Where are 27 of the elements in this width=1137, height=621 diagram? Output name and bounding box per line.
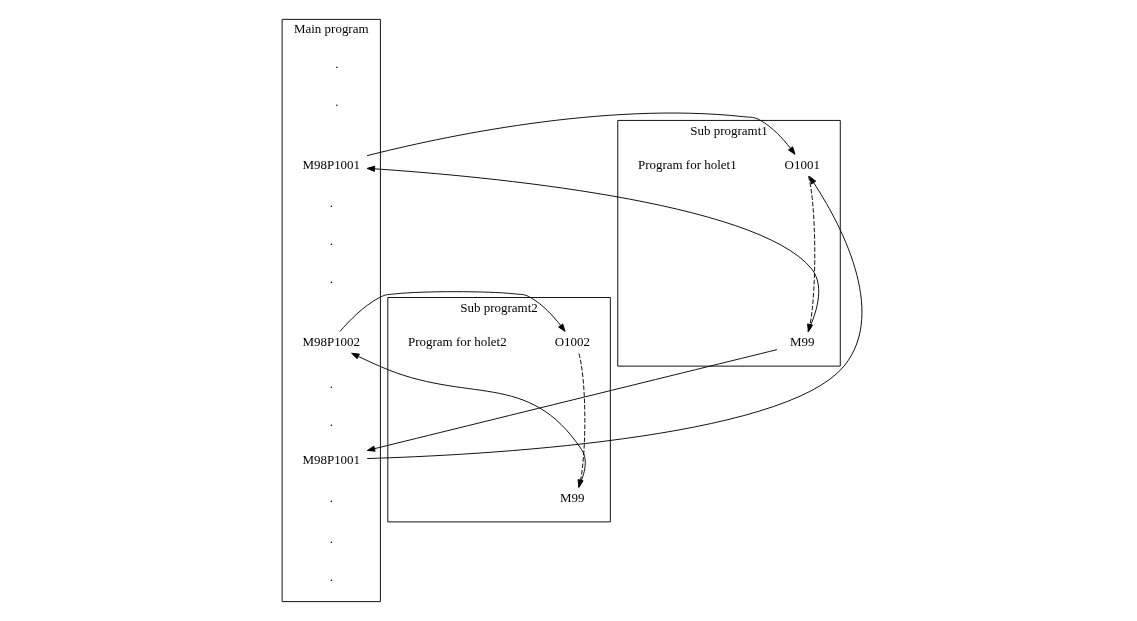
node-text: . bbox=[329, 232, 333, 248]
node-label: Program for holet1 bbox=[637, 156, 737, 172]
node-text: M99 bbox=[790, 333, 815, 349]
arrow bbox=[339, 291, 566, 332]
node-text: M98P1001 bbox=[302, 156, 361, 172]
node-text: O1001 bbox=[784, 156, 820, 172]
node-text: . bbox=[329, 569, 333, 585]
node-text: . bbox=[329, 413, 333, 429]
arrow bbox=[351, 352, 586, 488]
node-text: . bbox=[335, 55, 339, 71]
node-text: M99 bbox=[560, 489, 585, 505]
node-text: . bbox=[329, 194, 333, 210]
node-text: M98P1001 bbox=[302, 451, 361, 467]
node-text: . bbox=[335, 93, 339, 109]
arrow bbox=[577, 353, 586, 488]
node-text: . bbox=[329, 270, 333, 286]
arrow bbox=[366, 165, 820, 333]
arrow bbox=[366, 175, 863, 459]
node-text: . bbox=[329, 531, 333, 547]
arrow bbox=[807, 175, 816, 333]
arrow bbox=[366, 349, 778, 452]
arrow bbox=[366, 112, 796, 157]
node-text: O1002 bbox=[554, 333, 590, 349]
node-text: M98P1002 bbox=[302, 333, 361, 349]
node-label: Program for holet2 bbox=[408, 333, 507, 349]
node-text: . bbox=[329, 375, 333, 391]
node-text: . bbox=[329, 489, 333, 505]
